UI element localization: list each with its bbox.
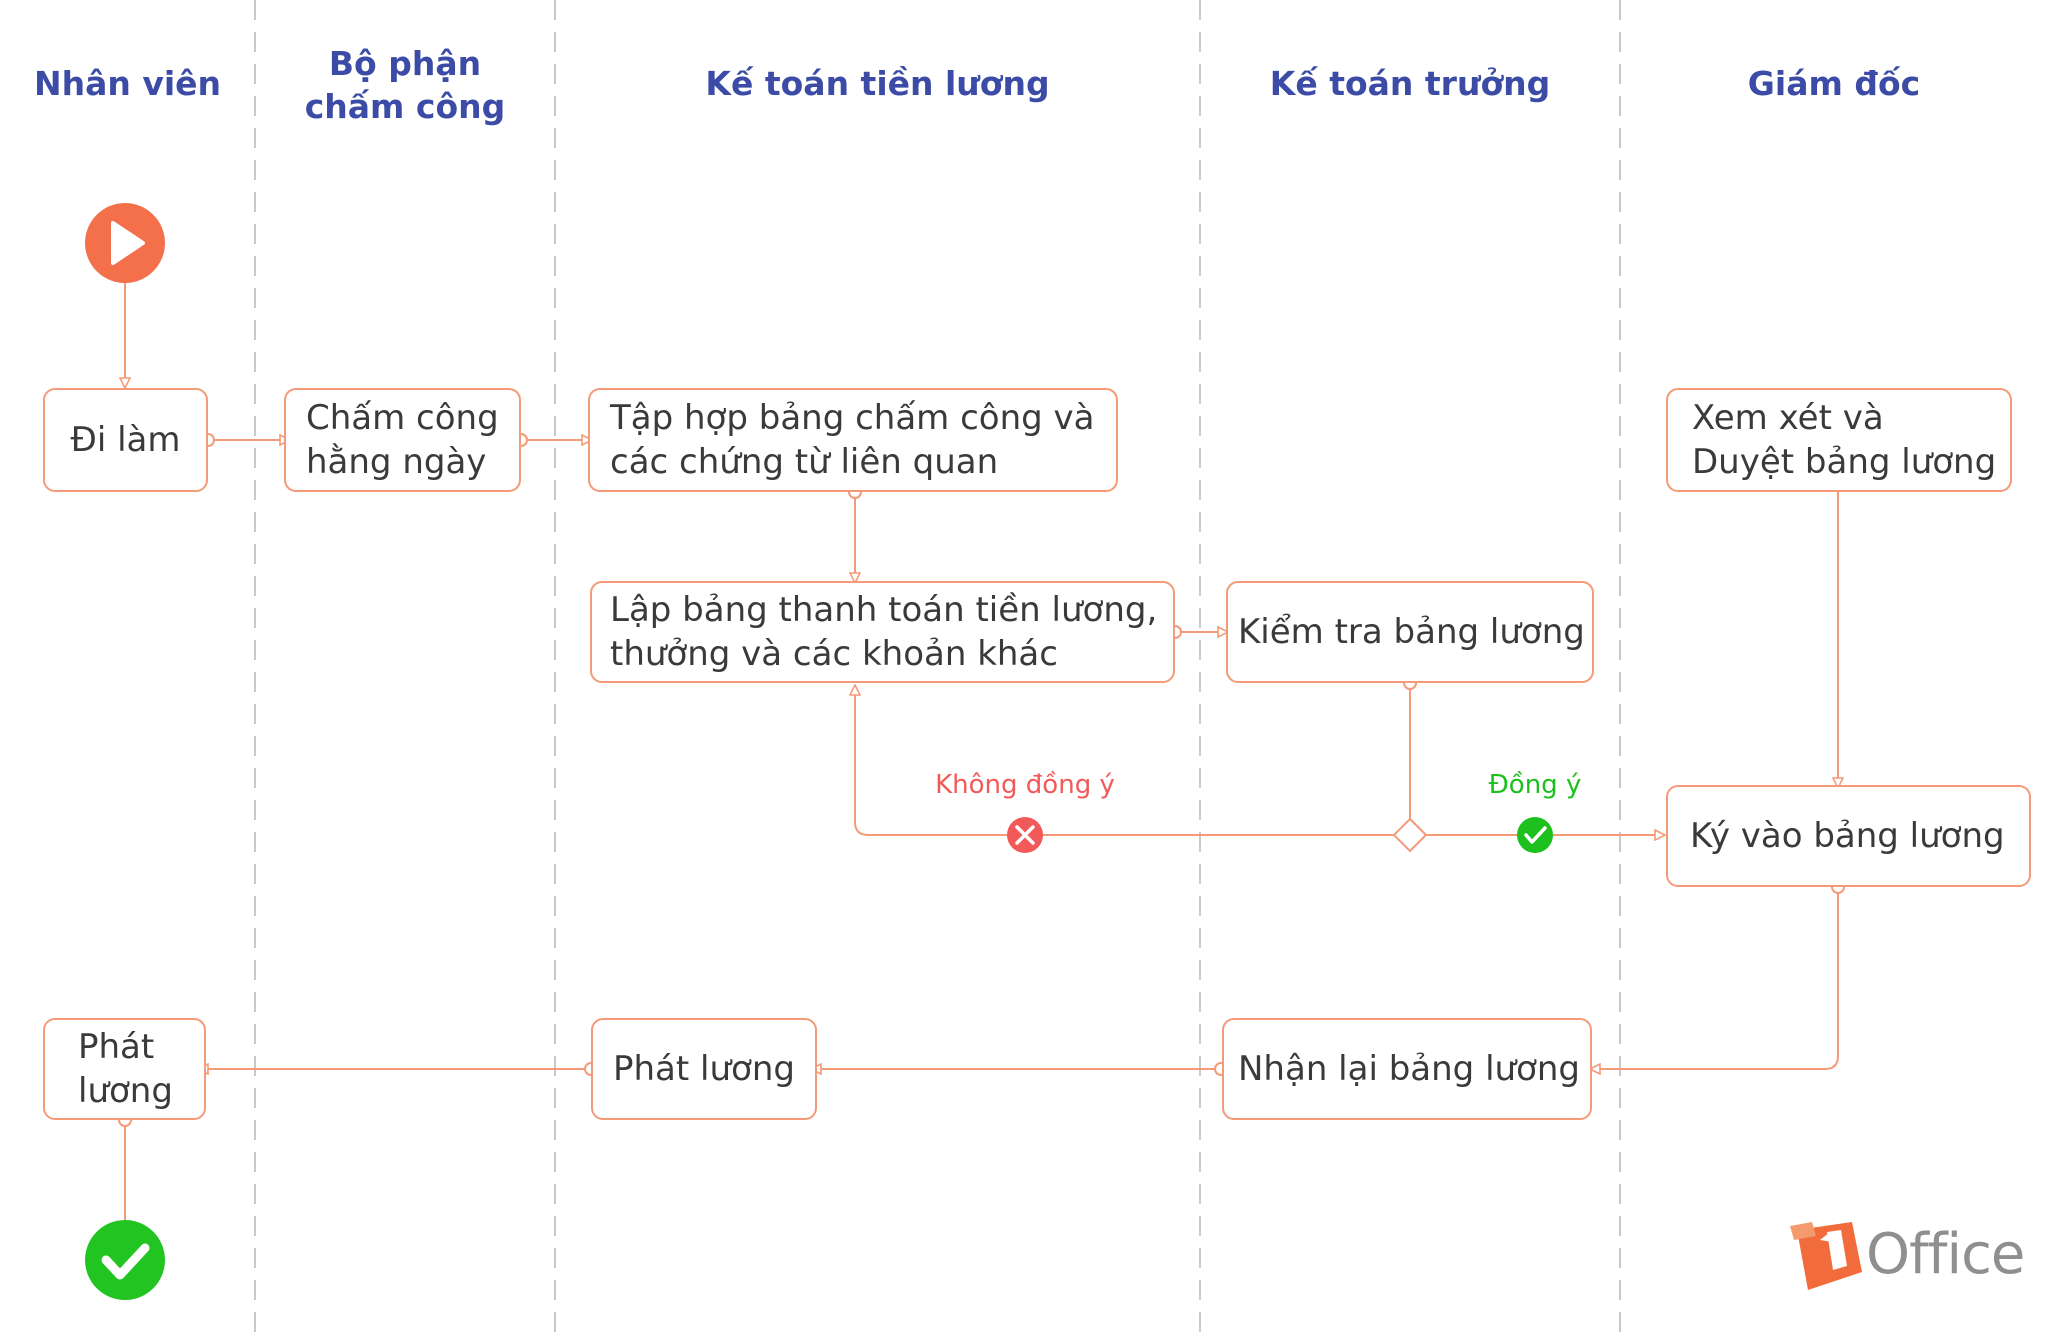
node-phat-luong-nhan-vien-label: Phát lương <box>78 1026 173 1111</box>
accept-check-icon <box>1517 817 1553 853</box>
node-tap-hop-label: Tập hợp bảng chấm công và các chứng từ l… <box>610 397 1095 482</box>
node-kiem-tra-label: Kiểm tra bảng lương <box>1238 611 1585 652</box>
node-phat-luong-nhan-vien[interactable]: Phát lương <box>43 1018 206 1120</box>
node-tap-hop[interactable]: Tập hợp bảng chấm công và các chứng từ l… <box>588 388 1118 492</box>
node-lap-bang-label: Lập bảng thanh toán tiền lương, thưởng v… <box>610 589 1158 674</box>
logo-text: Office <box>1866 1222 2025 1287</box>
node-nhan-lai[interactable]: Nhận lại bảng lương <box>1222 1018 1592 1120</box>
node-ky-vao[interactable]: Ký vào bảng lương <box>1666 785 2031 887</box>
decision-label-reject: Không đồng ý <box>935 770 1115 800</box>
decision-diamond <box>1392 817 1428 853</box>
node-kiem-tra[interactable]: Kiểm tra bảng lương <box>1226 581 1594 683</box>
node-lap-bang[interactable]: Lập bảng thanh toán tiền lương, thưởng v… <box>590 581 1175 683</box>
connector-ky-vao-to-nhan-lai <box>1590 887 1839 1069</box>
lane-title-bo-phan-cham-cong: Bộ phận chấm công <box>304 44 506 126</box>
node-xem-xet-label: Xem xét và Duyệt bảng lương <box>1692 397 1997 482</box>
connector-reject-to-lap-bang <box>855 685 1394 836</box>
node-ky-vao-label: Ký vào bảng lương <box>1690 815 2005 856</box>
reject-icon <box>1007 817 1043 853</box>
lane-title-ke-toan-truong: Kế toán trưởng <box>1269 64 1551 103</box>
node-cham-cong[interactable]: Chấm công hằng ngày <box>284 388 521 492</box>
lane-title-giam-doc: Giám đốc <box>1747 64 1921 103</box>
node-di-lam[interactable]: Đi làm <box>43 388 208 492</box>
logo-mark-icon <box>1790 1222 1862 1290</box>
node-di-lam-label: Đi làm <box>70 419 181 460</box>
start-play-icon <box>85 203 165 283</box>
node-nhan-lai-label: Nhận lại bảng lương <box>1238 1048 1580 1089</box>
node-phat-luong-ke-toan[interactable]: Phát lương <box>591 1018 817 1120</box>
end-check-icon <box>85 1220 165 1300</box>
node-phat-luong-ke-toan-label: Phát lương <box>613 1048 795 1089</box>
node-xem-xet[interactable]: Xem xét và Duyệt bảng lương <box>1666 388 2012 492</box>
decision-label-accept: Đồng ý <box>1488 770 1582 800</box>
lane-title-nhan-vien: Nhân viên <box>33 64 222 103</box>
lane-title-ke-toan-tien-luong: Kế toán tiền lương <box>705 64 1050 103</box>
node-cham-cong-label: Chấm công hằng ngày <box>306 397 499 482</box>
